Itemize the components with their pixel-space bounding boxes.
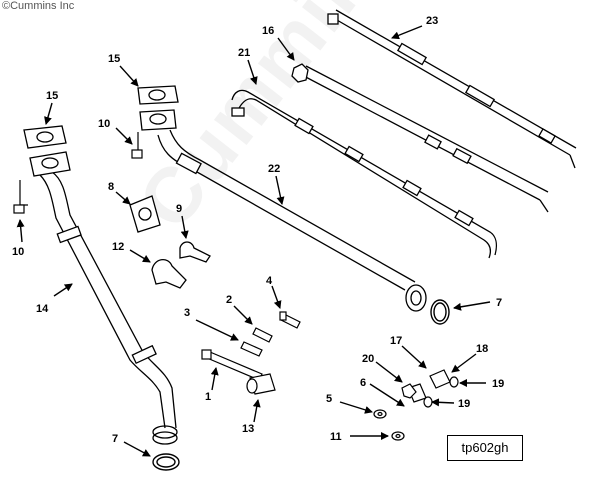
callout-12: 12 — [112, 241, 124, 253]
gasket-8 — [129, 195, 161, 233]
tube-23 — [327, 9, 577, 169]
callout-6: 6 — [360, 377, 366, 389]
clip-9 — [179, 241, 211, 263]
callout-16: 16 — [262, 25, 274, 37]
bolt-3 — [240, 341, 263, 357]
bolt-10-center — [131, 132, 143, 159]
flange-15-center — [137, 85, 179, 131]
callout-1: 1 — [205, 391, 211, 403]
bolt-4 — [279, 311, 301, 329]
drawing-code: tp602gh — [447, 435, 523, 461]
copyright-text: ©Cummins Inc — [2, 0, 75, 12]
callout-labels: 23 16 21 15 15 10 10 22 8 9 12 14 4 2 3 … — [12, 15, 504, 445]
callout-23: 23 — [426, 15, 438, 27]
callout-11: 11 — [330, 431, 342, 443]
tube-22 — [157, 129, 427, 312]
tube-14 — [39, 171, 178, 445]
callout-5: 5 — [326, 393, 332, 405]
callout-7-right: 7 — [496, 297, 502, 309]
callout-19-lower: 19 — [458, 398, 470, 410]
callout-3: 3 — [184, 307, 190, 319]
callout-7-bottom: 7 — [112, 433, 118, 445]
callout-2: 2 — [226, 294, 232, 306]
tube-16 — [291, 63, 549, 213]
callout-21: 21 — [238, 47, 250, 59]
callout-8: 8 — [108, 181, 114, 193]
callout-22: 22 — [268, 163, 280, 175]
callout-18: 18 — [476, 343, 488, 355]
callout-10-center: 10 — [98, 118, 110, 130]
callout-13: 13 — [242, 423, 254, 435]
callout-4: 4 — [266, 275, 273, 287]
bolt-10-left — [13, 180, 28, 214]
callout-10-left: 10 — [12, 246, 24, 258]
clamp-12 — [151, 259, 187, 289]
callout-15-center: 15 — [108, 53, 120, 65]
spacer-13 — [246, 373, 276, 395]
callout-19-upper: 19 — [492, 378, 504, 390]
callout-14: 14 — [36, 303, 49, 315]
bolt-1 — [201, 349, 263, 381]
flange-15-left — [23, 125, 71, 177]
callout-20: 20 — [362, 353, 374, 365]
o-ring-7 — [152, 299, 450, 471]
callout-9: 9 — [176, 203, 182, 215]
leader-arrows — [16, 25, 491, 457]
fittings — [373, 369, 459, 441]
callout-17: 17 — [390, 335, 402, 347]
bolt-2 — [252, 327, 273, 343]
callout-15-left: 15 — [46, 90, 58, 102]
tube-21 — [231, 89, 497, 259]
